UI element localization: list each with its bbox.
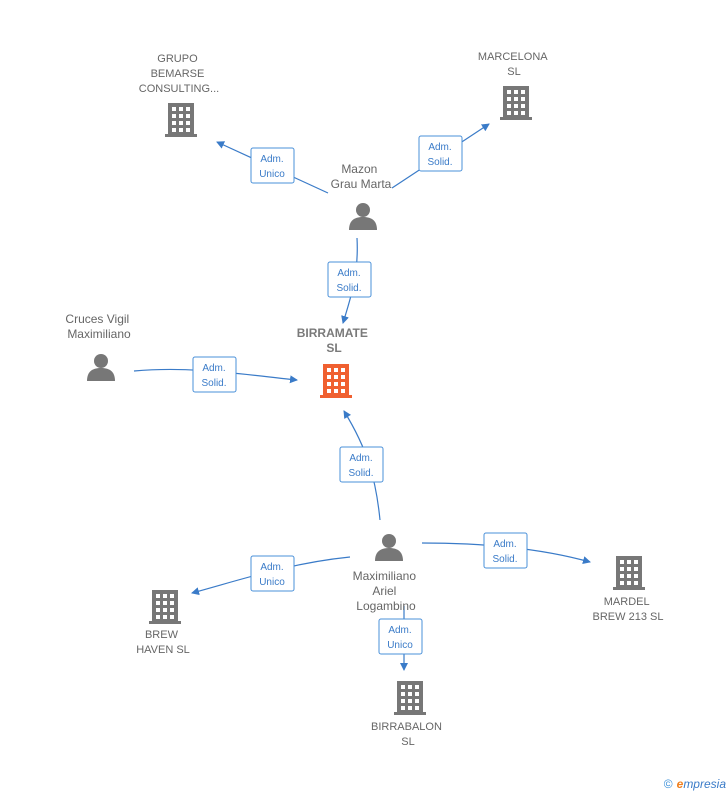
svg-text:Adm.Solid.: Adm.Solid.: [427, 142, 452, 168]
relation-label-r7[interactable]: Adm.Solid.: [483, 532, 528, 569]
svg-text:Adm.Unico: Adm.Unico: [387, 625, 413, 651]
svg-text:Adm.Unico: Adm.Unico: [259, 562, 285, 588]
node-label: GRUPO BEMARSE CONSULTING...: [139, 53, 219, 95]
node-marcelona[interactable]: MARCELONA SL: [478, 51, 550, 120]
brand-logo-text: mpresia: [683, 777, 726, 791]
person-icon: [375, 534, 403, 561]
building-icon: [165, 103, 197, 137]
person-icon: [87, 354, 115, 381]
building-icon: [613, 556, 645, 590]
node-brew-haven[interactable]: BREW HAVEN SL: [136, 590, 190, 656]
building-icon: [394, 681, 426, 715]
building-icon: [320, 364, 352, 398]
svg-text:Adm.Solid.: Adm.Solid.: [348, 453, 373, 479]
brand-logo-initial: e: [676, 777, 684, 791]
svg-text:Adm.Solid.: Adm.Solid.: [201, 363, 226, 389]
node-cruces-vigil[interactable]: Cruces Vigil Maximiliano: [65, 312, 132, 381]
node-birramate[interactable]: BIRRAMATE SL: [297, 326, 371, 398]
relation-label-r1[interactable]: Adm.Unico: [250, 147, 295, 184]
relation-label-r5[interactable]: Adm.Solid.: [339, 446, 384, 483]
node-birrabalon[interactable]: BIRRABALON SL: [371, 681, 445, 748]
node-maximiliano-logambino[interactable]: Maximiliano Ariel Logambino: [353, 534, 420, 613]
node-grupo-bemarse[interactable]: GRUPO BEMARSE CONSULTING...: [139, 53, 219, 137]
node-label: Mazon Grau Marta: [331, 162, 392, 191]
person-icon: [349, 203, 377, 230]
node-label: Maximiliano Ariel Logambino: [353, 569, 420, 613]
node-mardel-brew[interactable]: MARDEL BREW 213 SL: [593, 556, 664, 623]
building-icon: [149, 590, 181, 624]
node-label: BIRRAMATE SL: [297, 326, 371, 355]
relation-label-r6[interactable]: Adm.Unico: [250, 555, 295, 592]
relation-label-r3[interactable]: Adm.Solid.: [327, 261, 372, 298]
node-label: MARDEL BREW 213 SL: [593, 596, 664, 623]
svg-text:Adm.Solid.: Adm.Solid.: [336, 268, 361, 294]
relation-label-r4[interactable]: Adm.Solid.: [192, 356, 237, 393]
node-label: BREW HAVEN SL: [136, 629, 190, 656]
node-mazon-grau-marta[interactable]: Mazon Grau Marta: [331, 162, 392, 230]
copyright-icon: ©: [663, 777, 673, 791]
relation-label-r2[interactable]: Adm.Solid.: [418, 135, 463, 172]
brand-footer: ©empresia: [664, 777, 726, 791]
svg-text:Adm.Solid.: Adm.Solid.: [492, 539, 517, 565]
node-label: BIRRABALON SL: [371, 721, 445, 748]
building-icon: [500, 86, 532, 120]
svg-text:Adm.Unico: Adm.Unico: [259, 154, 285, 180]
node-label: MARCELONA SL: [478, 51, 550, 78]
relation-label-r8[interactable]: Adm.Unico: [378, 618, 423, 655]
node-label: Cruces Vigil Maximiliano: [65, 312, 132, 341]
